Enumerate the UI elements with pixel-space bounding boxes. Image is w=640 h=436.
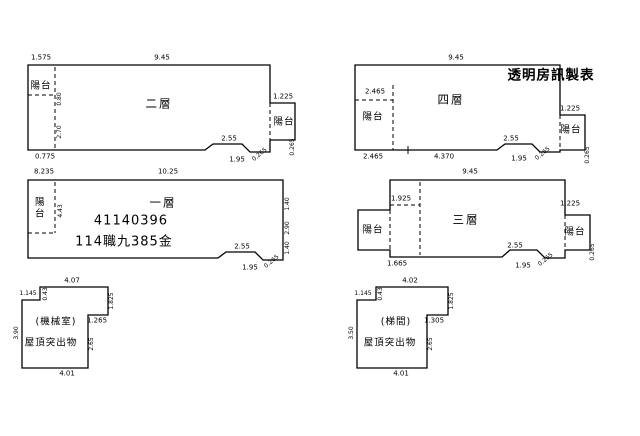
floor2-balcony-left-label: 陽台	[30, 80, 52, 92]
dim-label-roof_left: 2.65	[88, 337, 95, 351]
dim-label-floor1: 1.40	[284, 197, 291, 211]
floor4-balcony-right-label: 陽台	[560, 124, 582, 136]
dim-label-floor2: 0.775	[34, 152, 56, 161]
dim-label-floor3: 0.265	[589, 243, 596, 261]
roof-right-outline	[356, 286, 449, 369]
dim-label-roof_right: 4.01	[393, 369, 409, 378]
dim-label-roof_left: 4.07	[64, 276, 80, 285]
dim-label-floor4: 4.370	[433, 152, 455, 161]
roof-protrusion-right-label: 屋頂突出物	[363, 337, 417, 349]
dim-label-floor3: 1.95	[515, 261, 531, 270]
dim-label-floor2: 1.95	[229, 155, 245, 164]
dim-label-roof_right: 1.145	[354, 290, 372, 297]
dim-label-floor4: 2.465	[362, 152, 384, 161]
dim-label-roof_right: 4.02	[402, 276, 418, 285]
machine-room-label: (機械室)	[35, 316, 77, 328]
floor1-partitions	[28, 182, 56, 234]
dim-label-floor3: 2.55	[507, 241, 523, 250]
dim-label-roof_left: 1.825	[108, 292, 115, 310]
floor3-outline	[357, 179, 591, 259]
dim-label-floor1: 10.25	[157, 167, 179, 176]
dim-label-roof_left: 1.265	[86, 316, 108, 325]
dim-label-floor2: 9.45	[154, 53, 170, 62]
floor4-partitions	[355, 85, 561, 150]
floor1-outline	[27, 179, 284, 261]
dim-label-floor1: 1.95	[242, 263, 258, 272]
dim-label-roof_left: 0.43	[42, 287, 49, 301]
dim-label-floor3: 1.225	[559, 199, 581, 208]
property-id-code: 114職九385金	[75, 234, 173, 250]
dim-label-floor1: 2.90	[284, 221, 291, 235]
dim-label-floor2: 2.70	[56, 125, 63, 139]
roof-left-outline	[21, 286, 109, 369]
floor1-label: 一層	[149, 195, 177, 210]
dim-label-floor3: 1.665	[386, 259, 408, 268]
dim-label-floor1: 1.40	[284, 241, 291, 255]
floor2-balcony-right-label: 陽台	[273, 116, 295, 128]
dim-label-floor1: 8.235	[33, 167, 55, 176]
floor1-balcony-left-label: 陽台	[32, 196, 44, 220]
dim-label-floor2: 0.265	[289, 138, 296, 156]
dim-label-floor2: 2.55	[221, 134, 237, 143]
floor3-balcony-right-label: 陽台	[564, 226, 586, 238]
dim-label-floor4: 2.465	[364, 87, 386, 96]
roof-protrusion-left-label: 屋頂突出物	[24, 337, 78, 349]
maker-watermark: 透明房訊製表	[507, 67, 595, 84]
dim-label-roof_right: 3.50	[348, 326, 355, 340]
dim-label-floor3: 1.925	[390, 194, 412, 203]
dim-label-floor4: 1.225	[559, 104, 581, 113]
floor2-label: 二層	[145, 96, 173, 111]
dim-label-roof_right: 1.305	[423, 316, 445, 325]
dim-label-roof_left: 3.90	[13, 326, 20, 340]
dim-label-floor2: 1.575	[30, 53, 52, 62]
dim-label-roof_left: 1.145	[19, 290, 37, 297]
dim-label-floor1: 4.43	[57, 204, 64, 218]
dim-label-roof_right: 1.825	[448, 292, 455, 310]
stairwell-label: (梯間)	[380, 316, 412, 328]
floor4-balcony-left-label: 陽台	[362, 111, 384, 123]
dim-label-roof_right: 0.43	[377, 287, 384, 301]
dim-label-floor2: 0.80	[56, 92, 63, 106]
dim-label-floor4: 9.45	[448, 53, 464, 62]
dim-label-floor4: 2.55	[503, 134, 519, 143]
floor4-label: 四層	[437, 92, 465, 107]
dim-label-floor4: 0.265	[584, 146, 591, 164]
dim-label-floor2: 1.225	[272, 92, 294, 101]
floor3-partitions	[389, 182, 566, 255]
dim-label-floor4: 1.95	[511, 154, 527, 163]
dim-label-roof_left: 4.01	[59, 369, 75, 378]
floor3-balcony-left-label: 陽台	[362, 224, 384, 236]
dim-label-roof_right: 2.65	[427, 337, 434, 351]
floor3-label: 三層	[452, 212, 480, 227]
dim-label-floor3: 9.45	[462, 167, 478, 176]
property-id-number: 41140396	[93, 213, 169, 229]
floor2-partitions	[28, 67, 271, 150]
dim-label-floor1: 2.55	[234, 242, 250, 251]
